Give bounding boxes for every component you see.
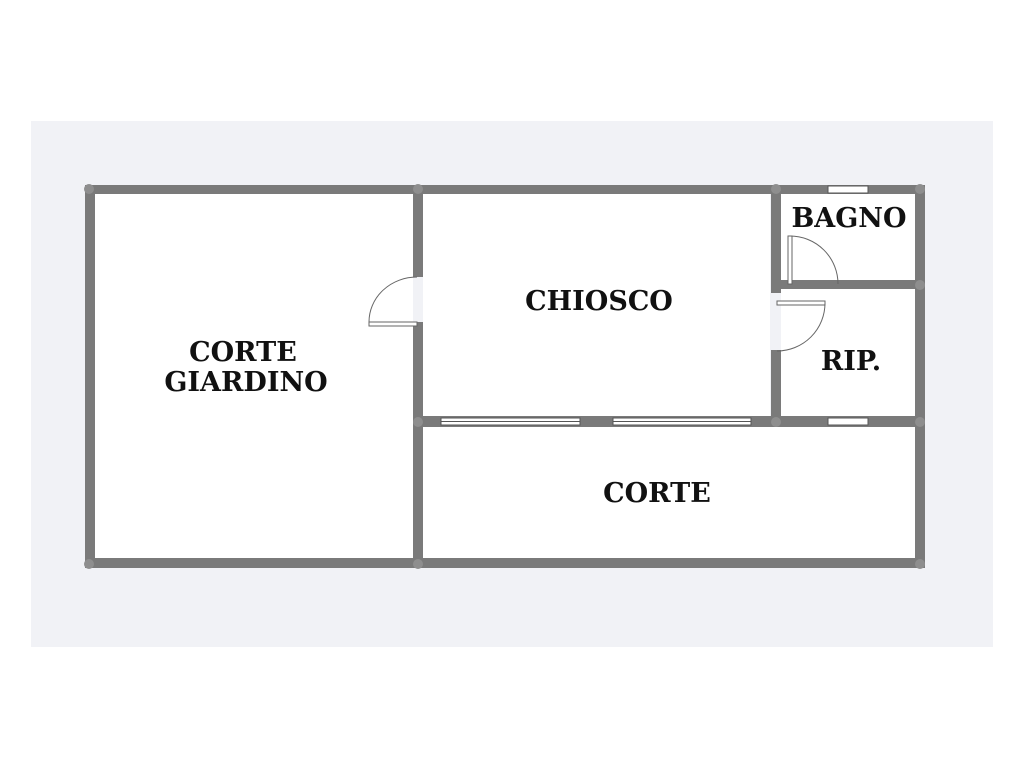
floor-corte-giardino: [95, 194, 413, 558]
wall-bottom: [85, 558, 925, 568]
door-leaf-bagno: [787, 235, 793, 285]
label-ripostiglio: RIP.: [821, 346, 881, 377]
joint: [771, 417, 781, 427]
floor-corte: [423, 427, 915, 558]
label-corte-giardino-line2: GIARDINO: [164, 367, 327, 398]
wall-partition-mid: [771, 185, 781, 293]
wall-left: [85, 185, 95, 568]
room-floors: [95, 194, 915, 558]
window-rip: [827, 417, 869, 426]
joint: [771, 184, 781, 194]
joint: [915, 280, 925, 290]
wall-partition-mid-lower: [771, 350, 781, 427]
window-bagno: [827, 185, 869, 194]
door-leaf-rip: [776, 300, 826, 306]
door-swing-rip: [776, 302, 826, 352]
joint: [84, 559, 94, 569]
label-chiosco: CHIOSCO: [525, 286, 673, 317]
floor-ripostiglio: [781, 289, 915, 416]
joint: [413, 417, 423, 427]
joint: [915, 184, 925, 194]
doors: [368, 235, 839, 352]
joint: [915, 559, 925, 569]
label-corte-giardino-line1: CORTE: [189, 337, 297, 368]
floor-bagno: [781, 194, 915, 280]
windows: [440, 185, 869, 426]
label-bagno: BAGNO: [791, 203, 906, 234]
wall-joints: [84, 184, 925, 569]
floor-chiosco: [423, 194, 770, 416]
joint: [413, 184, 423, 194]
wall-top: [85, 185, 925, 194]
joint: [915, 417, 925, 427]
joint: [413, 559, 423, 569]
door-leaf-giardino: [368, 321, 418, 327]
door-swing-bagno: [789, 235, 839, 285]
wall-partition-left-lower: [413, 322, 423, 568]
door-swing-giardino: [368, 276, 418, 323]
wall-partition-left: [413, 185, 423, 277]
joint: [84, 184, 94, 194]
wall-right: [915, 185, 925, 568]
label-corte: CORTE: [603, 478, 711, 509]
wall-bagno-rip: [771, 280, 925, 289]
